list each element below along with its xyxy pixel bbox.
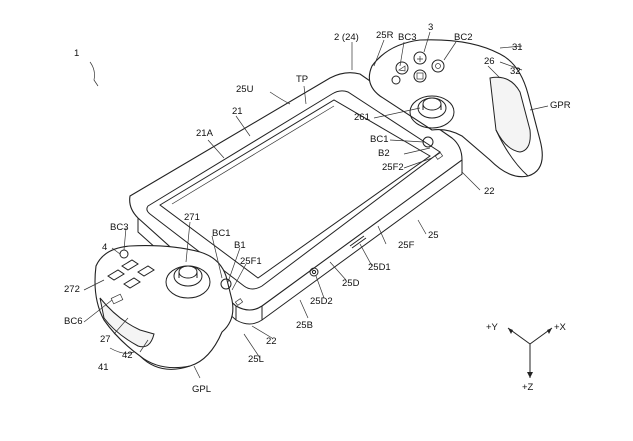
label-25D1: 25D1 bbox=[368, 262, 391, 273]
label-BC1-left: BC1 bbox=[212, 228, 230, 239]
label-25U: 25U bbox=[236, 84, 254, 95]
label-4: 4 bbox=[102, 242, 107, 253]
label-32: 32 bbox=[510, 66, 521, 77]
label-22-right: 22 bbox=[484, 186, 495, 197]
label-25B: 25B bbox=[296, 320, 313, 331]
label-25D: 25D bbox=[342, 278, 360, 289]
label-21: 21 bbox=[232, 106, 243, 117]
label-21A: 21A bbox=[196, 128, 214, 139]
label-25R: 25R bbox=[376, 30, 394, 41]
label-BC3-right: BC3 bbox=[398, 32, 416, 43]
label-BC3-left: BC3 bbox=[110, 222, 128, 233]
label-25F1: 25F1 bbox=[240, 256, 262, 267]
axis-label-y: +Y bbox=[486, 322, 499, 333]
label-272: 272 bbox=[64, 284, 80, 295]
label-271: 271 bbox=[184, 212, 200, 223]
label-25F: 25F bbox=[398, 240, 415, 251]
label-31: 31 bbox=[512, 42, 523, 53]
label-BC2: BC2 bbox=[454, 32, 472, 43]
label-41: 41 bbox=[98, 362, 109, 373]
label-42: 42 bbox=[122, 350, 133, 361]
label-26: 26 bbox=[484, 56, 495, 67]
label-GPL: GPL bbox=[192, 384, 211, 395]
label-261: 261 bbox=[354, 112, 370, 123]
axis-label-x: +X bbox=[554, 322, 567, 333]
label-25L: 25L bbox=[248, 354, 264, 365]
label-25D2: 25D2 bbox=[310, 296, 333, 307]
axis-label-z: +Z bbox=[522, 382, 534, 393]
label-GPR: GPR bbox=[550, 100, 571, 111]
label-22-left: 22 bbox=[266, 336, 277, 347]
label-25F2: 25F2 bbox=[382, 162, 404, 173]
label-25: 25 bbox=[428, 230, 439, 241]
label-1: 1 bbox=[74, 48, 79, 59]
label-BC6: BC6 bbox=[64, 316, 82, 327]
label-B1: B1 bbox=[234, 240, 246, 251]
label-BC1-right: BC1 bbox=[370, 134, 388, 145]
axis-triad bbox=[508, 328, 552, 378]
label-2-24: 2 (24) bbox=[334, 32, 359, 43]
label-27: 27 bbox=[100, 334, 111, 345]
label-B2: B2 bbox=[378, 148, 390, 159]
label-TP: TP bbox=[296, 74, 308, 85]
label-3: 3 bbox=[428, 22, 433, 33]
